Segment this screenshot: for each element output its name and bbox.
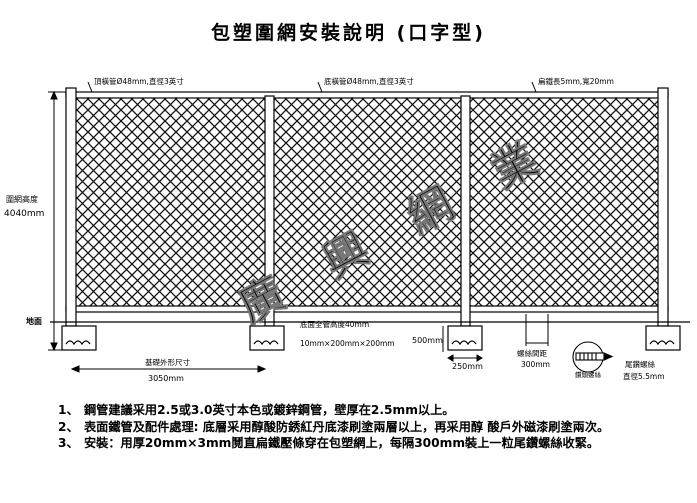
footing-2 — [249, 325, 285, 351]
screw-spacing-dimension — [525, 314, 549, 346]
note-3: 3、 安裝：用厚20mm×3mm鬩直扁鐵壓條穿在包塑網上，每隔300mm裝上一粒… — [58, 435, 688, 452]
footing-1 — [61, 325, 97, 351]
footing-4 — [645, 325, 681, 351]
height-value: 4040mm — [4, 209, 44, 219]
bottom-rail — [65, 305, 669, 313]
note-text: 鋼管建議采用2.5或3.0英寸本色或鍍鋅鋼管，壁厚在2.5mm以上。 — [84, 403, 455, 417]
mesh-panel-right — [470, 98, 658, 308]
width-250-label: 250mm — [452, 362, 483, 371]
ground-label: 地面 — [26, 316, 42, 326]
footing-dimension — [70, 365, 267, 373]
note-number: 1、 — [58, 403, 79, 417]
spacing-label: 螺絲間距 — [517, 348, 547, 358]
width-250-dimension — [447, 354, 483, 362]
footing-value: 3050mm — [148, 374, 184, 383]
post-1 — [65, 87, 77, 327]
bolt-tag: 鑽頭螺絲 — [575, 370, 602, 379]
callout-bottom-pipe: 底面全管高度40mm — [300, 319, 369, 329]
callout-post: 扁鐵長5mm,寬20mm — [538, 76, 614, 86]
note-1: 1、 鋼管建議采用2.5或3.0英寸本色或鍍鋅鋼管，壁厚在2.5mm以上。 — [58, 402, 688, 419]
callout-top-rail-2: 底橫管Ø48mm,直徑3英寸 — [324, 76, 414, 86]
page-title: 包塑圍網安裝說明 (口字型) — [211, 22, 486, 44]
footing-label: 基礎外形尺寸 — [145, 357, 190, 367]
bolt-value: 直徑5.5mm — [623, 371, 665, 381]
footing-3 — [447, 325, 483, 351]
mesh-panel-middle — [273, 98, 463, 308]
mesh-panel-left — [76, 98, 266, 308]
spacing-value: 300mm — [521, 360, 550, 369]
note-number: 2、 — [58, 419, 79, 434]
bolt-detail — [572, 341, 614, 373]
note-2: 2、 表面鐵管及配件處理: 底層采用醇酸防銹紅丹底漆刷塗兩層以上，再采用醇 酸戶… — [58, 419, 688, 436]
note-number: 3、 — [58, 436, 79, 450]
bolt-label: 尾鑽螺絲 — [625, 359, 655, 369]
note-text: 安裝：用厚20mm×3mm鬩直扁鐵壓條穿在包塑網上，每隔300mm裝上一粒尾鑽螺… — [84, 436, 600, 450]
height-dimension — [48, 90, 66, 352]
installation-notes: 1、 鋼管建議采用2.5或3.0英寸本色或鍍鋅鋼管，壁厚在2.5mm以上。 2、… — [58, 402, 688, 452]
callout-top-rail-1: 頂橫管Ø48mm,直徑3英寸 — [94, 76, 184, 86]
top-rail — [65, 91, 669, 99]
note-text: 表面鐵管及配件處理: 底層采用醇酸防銹紅丹底漆刷塗兩層以上，再采用醇 酸戶外磁漆… — [84, 419, 610, 434]
post-4 — [657, 87, 669, 327]
callout-depth: 500mm — [412, 336, 443, 345]
height-label: 圍網高度 — [6, 194, 38, 204]
callout-base-dims: 10mm×200mm×200mm — [300, 339, 395, 348]
